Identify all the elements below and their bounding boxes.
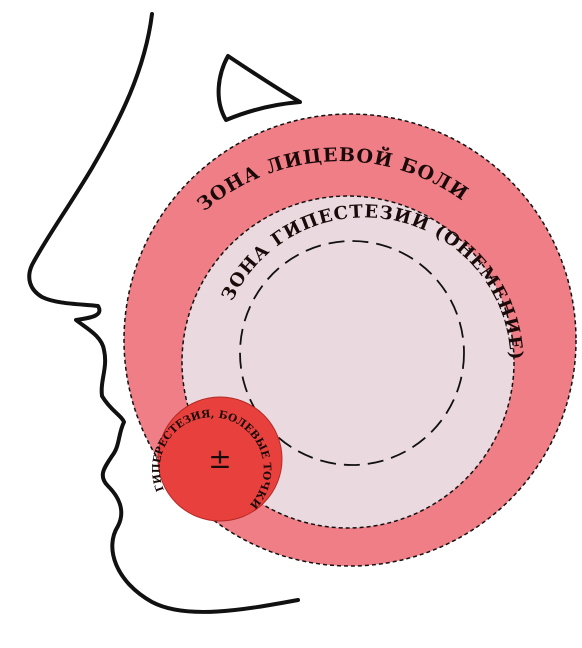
eye-outline xyxy=(219,56,300,120)
plus-minus-symbol: ± xyxy=(208,442,231,475)
